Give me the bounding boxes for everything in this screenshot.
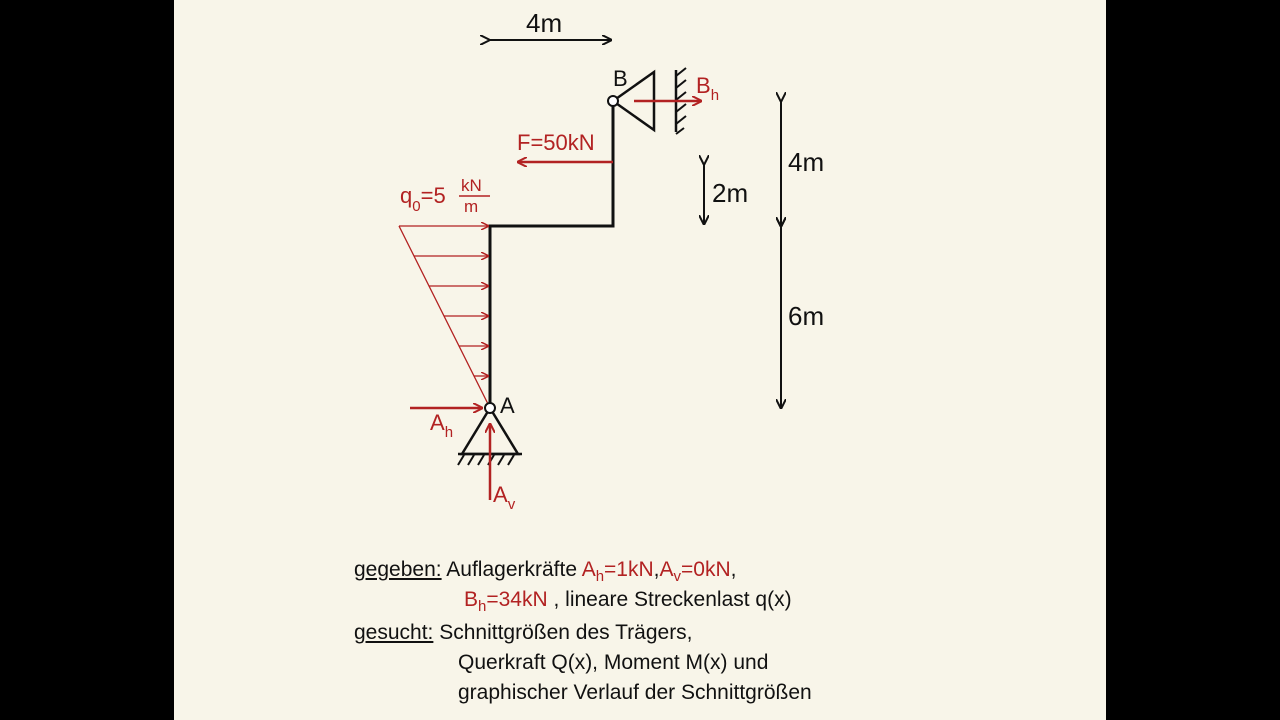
av-value: Av=0kN [659, 558, 731, 585]
svg-text:q0=5: q0=5 [400, 183, 446, 215]
frame-diagram: 4m B Bh F=50kN q0=5 kN [398, 8, 824, 513]
av-label: Av [493, 482, 516, 513]
distributed-load [398, 226, 491, 409]
bh-value: Bh=34kN [464, 588, 548, 615]
given-text-1: Auflagerkräfte [441, 558, 582, 581]
ah-value: Ah=1kN [581, 558, 654, 585]
svg-text:m: m [464, 197, 478, 216]
node-a-label: A [500, 393, 515, 418]
sought-line-1: gesucht: Schnittgrößen des Trägers, [354, 618, 693, 648]
slide: 4m B Bh F=50kN q0=5 kN [174, 0, 1106, 720]
dim-right-lower-label: 6m [788, 301, 824, 331]
given-line-1: gegeben: Auflagerkräfte Ah=1kN,Av=0kN, [354, 555, 736, 592]
dim-right-upper-label: 4m [788, 147, 824, 177]
sought-label: gesucht: [354, 621, 434, 644]
dim-top-label: 4m [526, 8, 562, 38]
dim-small-label: 2m [712, 178, 748, 208]
comma: , [653, 558, 660, 581]
node-b-label: B [613, 66, 628, 91]
svg-text:kN: kN [461, 176, 482, 195]
ah-label: Ah [430, 410, 453, 441]
sought-text-1: Schnittgrößen des Trägers, [433, 621, 693, 644]
bh-label: Bh [696, 73, 719, 104]
given-line-2: Bh=34kN , lineare Streckenlast q(x) [464, 585, 792, 622]
q0-label: q0=5 kN m [400, 176, 490, 216]
sought-line-2: Querkraft Q(x), Moment M(x) und [458, 651, 769, 674]
given-text-2: , lineare Streckenlast q(x) [547, 588, 792, 611]
force-label: F=50kN [517, 130, 595, 155]
beam [488, 101, 615, 408]
sought-line-3: graphischer Verlauf der Schnittgrößen [458, 681, 812, 704]
comma: , [730, 558, 737, 581]
given-label: gegeben: [354, 558, 442, 581]
